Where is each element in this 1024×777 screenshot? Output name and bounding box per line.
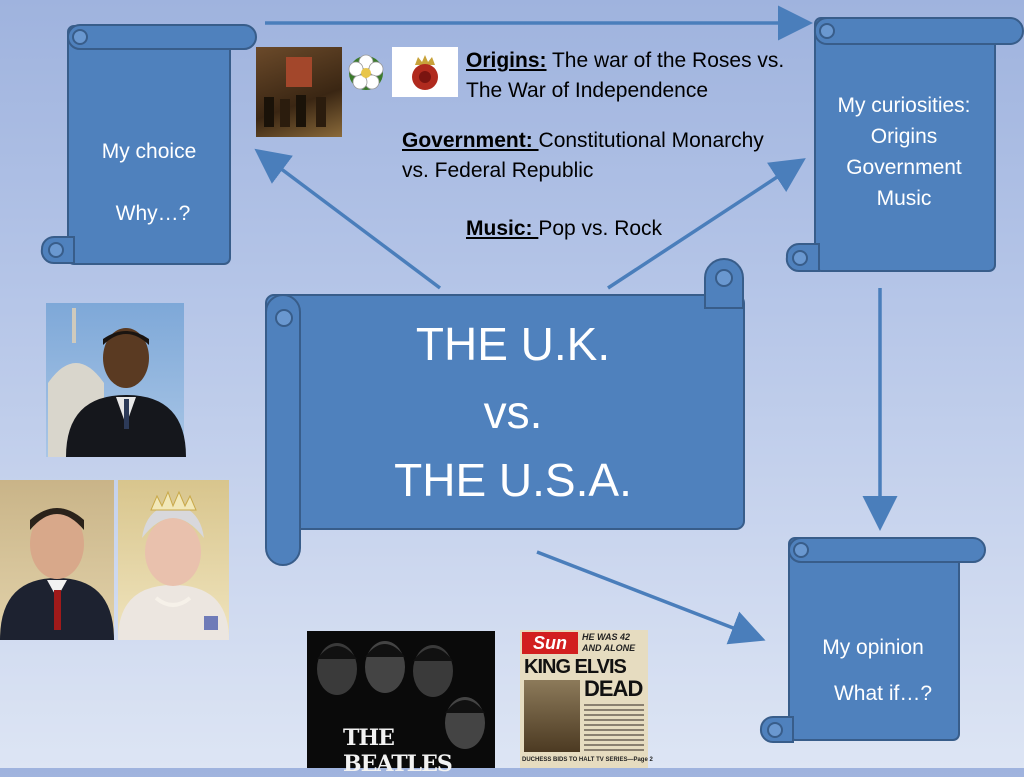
main-scroll-shape: [265, 258, 745, 566]
beatles-album-image: THE BEATLES: [307, 631, 495, 777]
curiosities-line-1: My curiosities:: [837, 94, 971, 117]
origins-text-1: The war of the Roses vs.: [546, 49, 785, 72]
curiosities-scroll-shape: [785, 16, 1024, 273]
music-text: Pop vs. Rock: [538, 217, 663, 240]
curiosities-line-2: Origins: [870, 125, 938, 148]
choice-subtitle: Why…?: [115, 202, 191, 225]
curiosities-line-4: Music: [876, 187, 932, 210]
white-rose-icon: [343, 52, 389, 94]
curiosities-line-3: Government: [846, 156, 962, 179]
origins-note: Origins: The war of the Roses vs. The Wa…: [466, 46, 784, 106]
elvis-photo: [524, 680, 580, 752]
choice-scroll-shape: [40, 24, 257, 265]
opinion-subtitle: What if…?: [833, 682, 933, 705]
main-title: THE U.K. vs. THE U.S.A.: [300, 310, 726, 514]
curiosities-text: My curiosities: Origins Government Music: [815, 90, 993, 214]
prime-minister-photo: [0, 480, 114, 640]
origins-label: Origins:: [466, 49, 547, 72]
main-title-line-2: vs.: [483, 386, 543, 438]
sun-headline-1: KING ELVIS: [524, 656, 627, 678]
declaration-painting-image: [256, 47, 342, 137]
government-note: Government: Constitutional Monarchy vs. …: [402, 126, 764, 186]
sun-article-text: [584, 704, 644, 752]
origins-text-2: The War of Independence: [466, 79, 709, 102]
beatles-caption: THE BEATLES: [343, 725, 453, 777]
choice-title: My choice: [101, 140, 197, 163]
music-label: Music:: [466, 217, 539, 240]
main-title-line-3: THE U.S.A.: [394, 454, 632, 506]
sun-strap: DUCHESS BIDS TO HALT TV SERIES—Page 2: [522, 757, 653, 763]
arrow-main-to-choice: [254, 148, 442, 290]
president-photo: [46, 303, 186, 457]
red-rose-badge-icon: [392, 47, 458, 97]
opinion-title: My opinion: [822, 636, 924, 659]
arrow-main-to-opinion: [536, 550, 766, 645]
sun-masthead: Sun: [522, 632, 578, 654]
sun-newspaper-image: Sun HE WAS 42 AND ALONE KING ELVIS DEAD …: [520, 630, 653, 768]
sun-topline: HE WAS 42 AND ALONE: [582, 632, 636, 653]
music-note: Music: Pop vs. Rock: [466, 214, 662, 244]
government-label: Government:: [402, 129, 539, 152]
government-text-2: vs. Federal Republic: [402, 159, 594, 182]
main-title-line-1: THE U.K.: [415, 318, 611, 370]
queen-photo: [118, 480, 229, 640]
sun-headline-2: DEAD: [584, 676, 643, 701]
arrow-main-to-curiosities: [607, 158, 806, 290]
opinion-scroll-shape: [759, 537, 986, 744]
government-text-1: Constitutional Monarchy: [538, 129, 764, 152]
